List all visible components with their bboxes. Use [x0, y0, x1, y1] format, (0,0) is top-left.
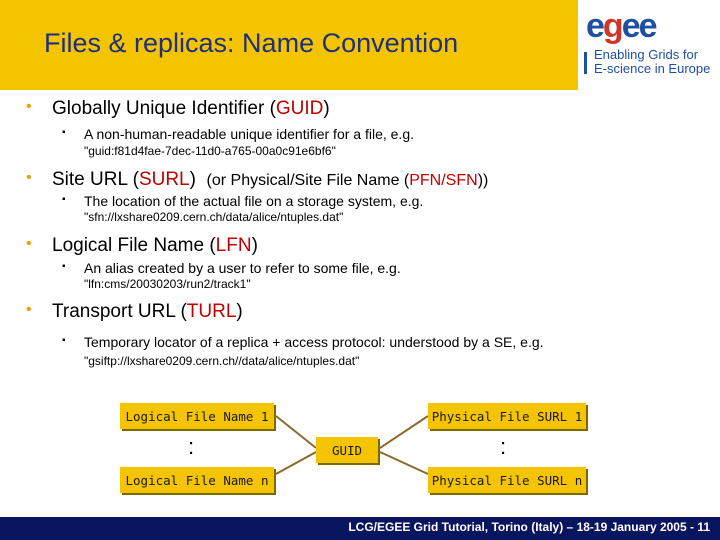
logo-mark-icon	[584, 52, 595, 74]
ellipsis-lfn: :	[188, 434, 195, 459]
bullet-dot-icon: •	[26, 169, 32, 186]
example-guid: "guid:f81d4fae-7dec-11d0-a765-00a0c91e6b…	[84, 144, 336, 158]
bullet-dot-icon: •	[26, 98, 32, 115]
slide-title: Files & replicas: Name Convention	[44, 28, 459, 58]
node-surl-1: Physical File SURL 1	[428, 403, 586, 429]
example-lfn: "lfn:cms/20030203/run2/track1"	[84, 277, 251, 291]
connector-guid-surln	[379, 451, 429, 475]
example-surl: "sfn://lxshare0209.cern.ch/data/alice/nt…	[84, 210, 344, 224]
bullet-dot-icon: •	[26, 235, 32, 252]
footer-band: LCG/EGEE Grid Tutorial, Torino (Italy) –…	[0, 517, 720, 540]
diagram-connectors	[275, 415, 429, 475]
logo-tagline: Enabling Grids for E-science in Europe	[594, 47, 711, 76]
ellipsis-surl: :	[500, 434, 507, 459]
footer-text: LCG/EGEE Grid Tutorial, Torino (Italy) –…	[348, 520, 710, 534]
egee-logo: egee Enabling Grids for E-science in Eur…	[584, 6, 716, 86]
node-guid: GUID	[316, 437, 378, 463]
connector-guid-surl1	[379, 415, 429, 449]
connector-lfnn-guid	[275, 451, 317, 475]
title-band	[0, 0, 578, 90]
node-lfn-n: Logical File Name n	[120, 467, 274, 493]
connector-lfn1-guid	[275, 415, 317, 449]
sub-bullet-square-icon: ▪	[62, 194, 66, 205]
bullet-dot-icon: •	[26, 301, 32, 318]
logo-wordmark: egee	[586, 7, 658, 45]
example-turl: "gsiftp://lxshare0209.cern.ch//data/alic…	[84, 354, 360, 368]
sub-bullet-square-icon: ▪	[62, 335, 66, 346]
sub-bullet-square-icon: ▪	[62, 261, 66, 272]
node-lfn-1: Logical File Name 1	[120, 403, 274, 429]
node-surl-n: Physical File SURL n	[428, 467, 586, 493]
sub-bullet-square-icon: ▪	[62, 127, 66, 138]
name-mapping-diagram: Logical File Name 1 : Logical File Name …	[0, 390, 720, 500]
